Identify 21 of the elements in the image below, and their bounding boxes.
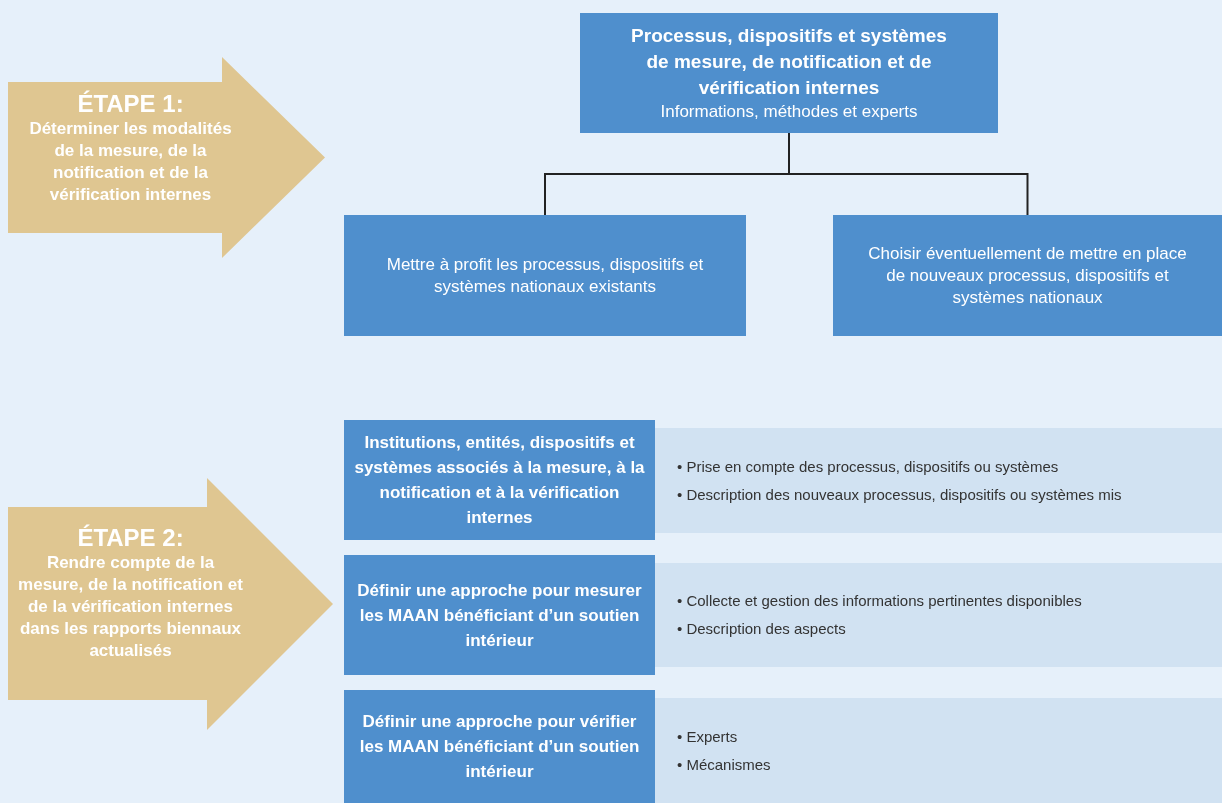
bullet-item: • Collecte et gestion des informations pertinentes disponibles <box>677 591 1082 611</box>
process-box: Définir une approche pour mesurer les MAAN bénéficiant d’un soutien intérieur <box>344 555 655 675</box>
bullet-panel <box>655 698 1222 803</box>
step-description: Rendre compte de la mesure, de la notification et de la vérification internes dans les rapports biennaux actualisés <box>18 552 243 662</box>
bullet-panel <box>655 428 1222 533</box>
process-box: Mettre à profit les processus, dispositifs et systèmes nationaux existants <box>344 215 746 336</box>
bullet-item: • Description des aspects <box>677 619 847 639</box>
box-subtitle: Informations, méthodes et experts <box>660 101 918 123</box>
bullet-item: • Experts <box>677 726 739 747</box>
bullet-item: • Description des nouveaux processus, dispositifs ou systèmes mis <box>677 484 1122 505</box>
process-box: Définir une approche pour vérifier les MAAN bénéficiant d’un soutien intérieur <box>344 690 655 803</box>
process-box: Choisir éventuellement de mettre en place de nouveaux processus, dispositifs et systèmes nationaux <box>833 215 1222 336</box>
process-box: Institutions, entités, dispositifs et systèmes associés à la mesure, à la notification et à la vérification internes <box>344 420 655 540</box>
step-heading: ÉTAPE 1: <box>76 90 185 118</box>
bullet-item: • Prise en compte des processus, dispositifs ou systèmes <box>677 456 1060 477</box>
bullet-item: • Mécanismes <box>677 754 771 775</box>
bullet-panel <box>655 563 1222 667</box>
step-heading: ÉTAPE 2: <box>76 524 185 552</box>
step-description: Déterminer les modalités de la mesure, de la notification et de la vérification internes <box>28 118 233 206</box>
box-heading: Processus, dispositifs et systèmes de mesure, de notification et de vérification internes <box>630 24 948 100</box>
connector-line <box>788 132 1029 216</box>
